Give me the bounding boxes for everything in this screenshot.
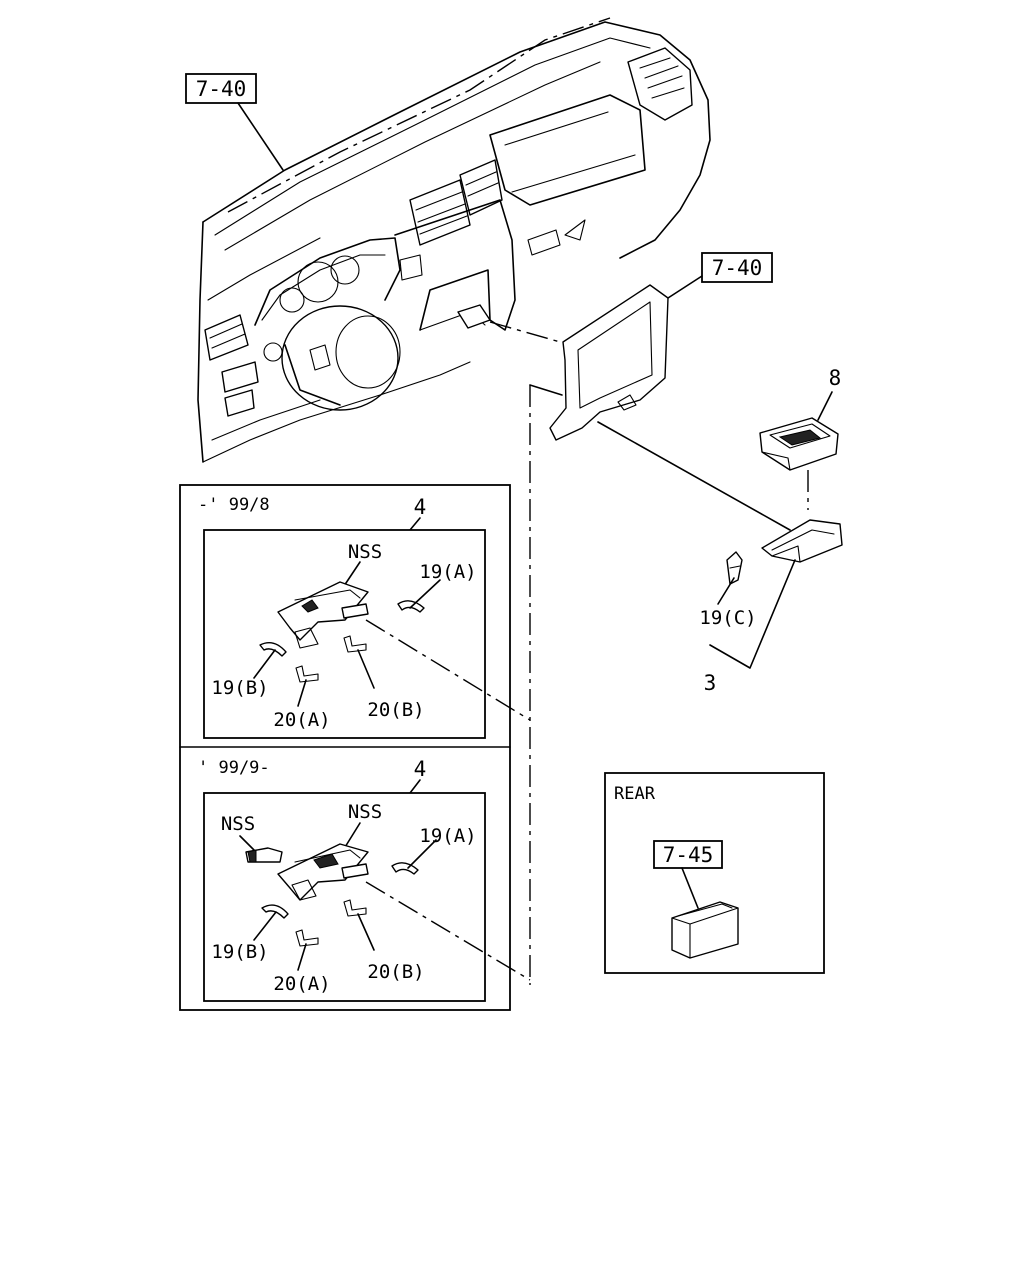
variant-lower: ' 99/9- 4 NSS NSS 19(A) 19(B) 20(A) 20(B…: [198, 757, 531, 1002]
lower-19a-label: 19(A): [419, 825, 476, 847]
ref-label-rear: 7-45: [663, 843, 714, 867]
upper-period-label: -' 99/8: [198, 495, 270, 515]
ashtray-part: [759, 417, 839, 471]
lower-20b-label: 20(B): [367, 961, 424, 983]
variant-upper: -' 99/8 4 NSS 19(A) 19(B) 20(A) 20(B): [198, 495, 531, 739]
part-3-label: 3: [704, 671, 717, 695]
lower-19b-label: 19(B): [211, 941, 268, 963]
dashboard-illustration: [197, 17, 711, 463]
lower-nss-label: NSS: [348, 801, 382, 823]
part-19c-label: 19(C): [699, 607, 756, 629]
lower-20a-label: 20(A): [273, 973, 330, 995]
ref-box-rear[interactable]: 7-45: [653, 840, 723, 869]
rear-panel: REAR 7-45: [604, 772, 825, 974]
upper-19a-label: 19(A): [419, 561, 476, 583]
rear-title: REAR: [614, 784, 656, 804]
upper-20b-label: 20(B): [367, 699, 424, 721]
ref-box-dash[interactable]: 7-40: [185, 73, 257, 104]
upper-19b-label: 19(B): [211, 677, 268, 699]
upper-20a-label: 20(A): [273, 709, 330, 731]
upper-bracket-number: 4: [414, 495, 427, 519]
ref-label-dash: 7-40: [196, 77, 247, 101]
lower-nss-left-label: NSS: [221, 813, 255, 835]
glovebox-frame: [549, 284, 669, 441]
ref-box-glovebox[interactable]: 7-40: [701, 252, 773, 283]
ref-label-glovebox: 7-40: [712, 256, 763, 280]
ashtray-number: 8: [829, 366, 842, 390]
lower-period-label: ' 99/9-: [198, 758, 270, 778]
ashtray-holder-part: [761, 519, 843, 563]
upper-nss-label: NSS: [348, 541, 382, 563]
clip-19c: [726, 551, 743, 585]
lower-bracket-number: 4: [414, 757, 427, 781]
